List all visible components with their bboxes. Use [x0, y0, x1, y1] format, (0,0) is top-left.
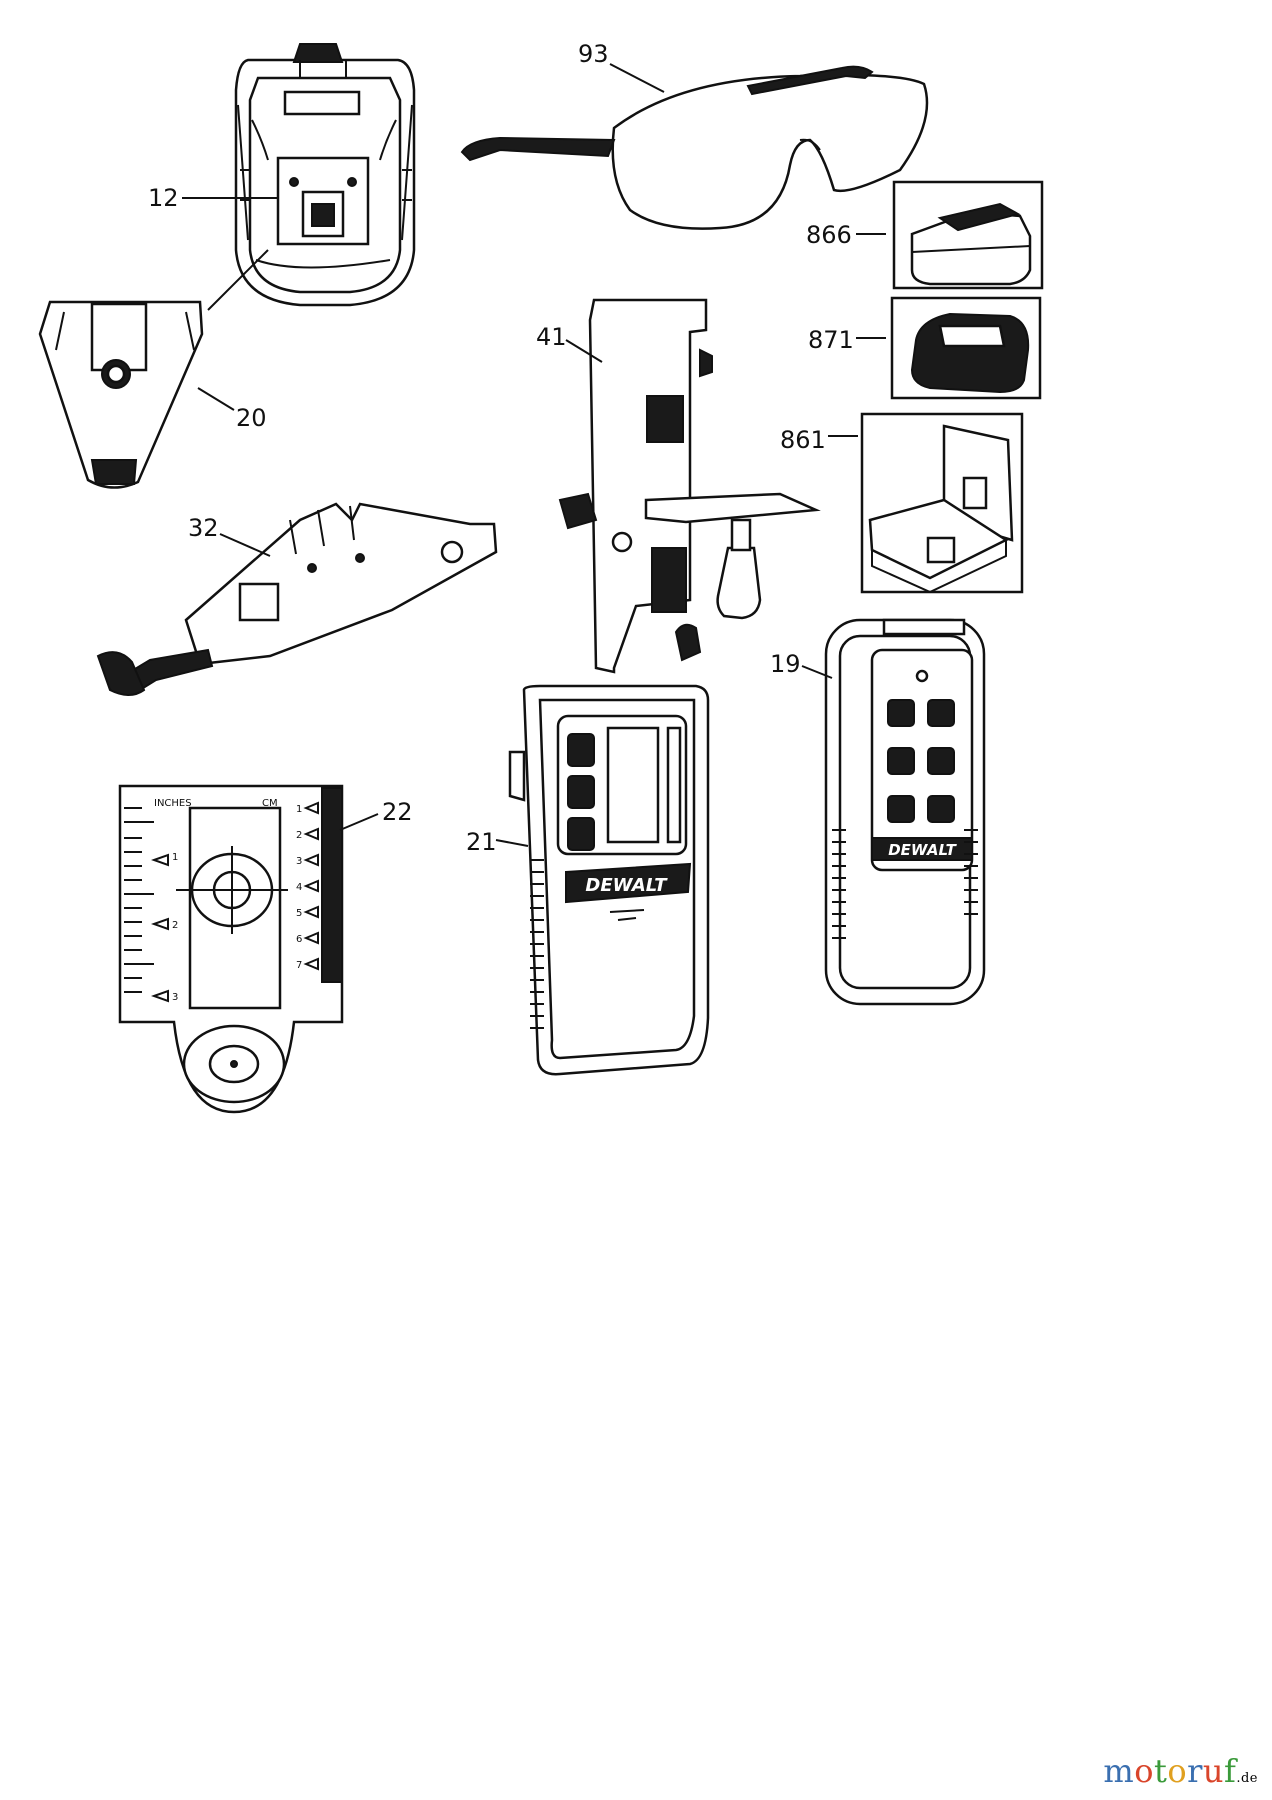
leader-20 — [197, 387, 235, 411]
inches-label: INCHES — [154, 798, 192, 809]
leader-19 — [801, 665, 833, 679]
part-41-wall-bracket — [558, 298, 821, 674]
watermark-letter: m — [1103, 1752, 1135, 1790]
leader-41 — [565, 339, 603, 363]
part-93-safety-glasses — [460, 65, 929, 230]
right-mark-2: 2 — [296, 830, 302, 841]
right-mark-1: 1 — [296, 804, 302, 815]
callout-20: 20 — [236, 404, 267, 432]
part-20-adapter-plate — [38, 300, 204, 489]
right-mark-6: 6 — [296, 934, 302, 945]
watermark-letter: o — [1167, 1752, 1188, 1790]
left-mark-3: 3 — [172, 992, 178, 1003]
leader-21 — [495, 839, 529, 847]
part-32-ceiling-clamp — [96, 502, 498, 696]
right-mark-7: 7 — [296, 960, 302, 971]
part-21-laser-receiver: DEWALT — [508, 684, 710, 1076]
receiver-logo: DEWALT — [585, 875, 668, 896]
part-12-rotary-laser — [234, 43, 416, 307]
watermark-letter: f — [1224, 1752, 1237, 1790]
part-871-charger — [890, 296, 1042, 400]
part-19-remote-control: DEWALT — [824, 618, 986, 1006]
callout-12: 12 — [148, 184, 179, 212]
callout-871: 871 — [808, 326, 854, 354]
watermark-main: motoruf — [1103, 1752, 1236, 1790]
right-mark-4: 4 — [296, 882, 302, 893]
cm-label: CM — [262, 798, 278, 809]
watermark-suffix: .de — [1236, 1771, 1258, 1786]
callout-93: 93 — [578, 40, 609, 68]
leader-32 — [219, 533, 271, 557]
watermark-letter: o — [1134, 1752, 1154, 1790]
leader-12-b — [207, 249, 269, 311]
callout-41: 41 — [536, 323, 567, 351]
callout-866: 866 — [806, 221, 852, 249]
callout-21: 21 — [466, 828, 497, 856]
callout-32: 32 — [188, 514, 219, 542]
part-22-target-card: INCHES CM 1 2 3 1 2 3 4 5 6 7 — [118, 784, 344, 1114]
right-mark-5: 5 — [296, 908, 302, 919]
leader-93 — [609, 63, 665, 93]
callout-19: 19 — [770, 650, 801, 678]
callout-861: 861 — [780, 426, 826, 454]
watermark-letter: t — [1153, 1752, 1168, 1790]
watermark-letter: r — [1187, 1752, 1203, 1790]
watermark-logo: motoruf.de — [1103, 1752, 1258, 1790]
left-mark-2: 2 — [172, 920, 178, 931]
left-mark-1: 1 — [172, 852, 178, 863]
part-866-battery — [892, 180, 1044, 290]
part-861-case — [860, 412, 1024, 594]
watermark-letter: u — [1202, 1752, 1224, 1790]
leader-22 — [339, 813, 379, 831]
callout-22: 22 — [382, 798, 413, 826]
right-mark-3: 3 — [296, 856, 302, 867]
remote-logo: DEWALT — [888, 841, 957, 859]
